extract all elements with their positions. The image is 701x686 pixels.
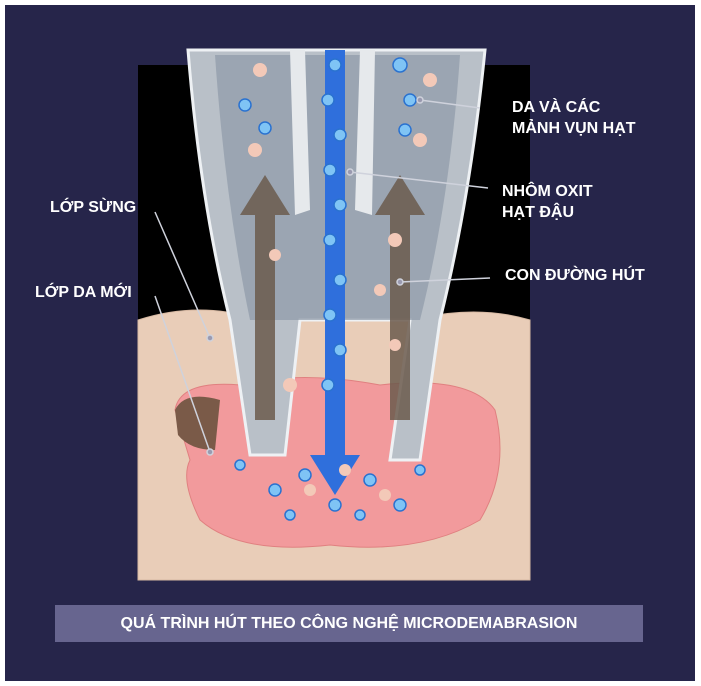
label-stratum-corneum: LỚP SỪNG <box>50 199 137 216</box>
suction-arrow-right <box>375 175 425 420</box>
caption-banner: QUÁ TRÌNH HÚT THEO CÔNG NGHỆ MICRODEMABR… <box>55 605 643 642</box>
label-new-skin: LỚP DA MỚI <box>35 284 132 301</box>
skin-edge-shadow <box>175 396 220 450</box>
crystal-flow-arrow <box>310 50 360 495</box>
label-suction-path: CON ĐƯỜNG HÚT <box>505 267 645 284</box>
skin-debris-particles <box>248 63 437 501</box>
crystal-particles <box>234 57 426 521</box>
label-skin-debris-2: MẢNH VỤN HẠT <box>512 120 636 137</box>
label-skin-debris-1: DA VÀ CÁC <box>512 99 601 116</box>
inner-nozzle <box>290 50 375 215</box>
suction-arrow-left <box>240 175 290 420</box>
label-alumina-1: NHÔM OXIT <box>502 183 593 200</box>
caption-text: QUÁ TRÌNH HÚT THEO CÔNG NGHỆ MICRODEMABR… <box>120 614 578 632</box>
label-alumina-2: HẠT ĐẬU <box>502 204 574 221</box>
leader-lines <box>154 96 491 456</box>
